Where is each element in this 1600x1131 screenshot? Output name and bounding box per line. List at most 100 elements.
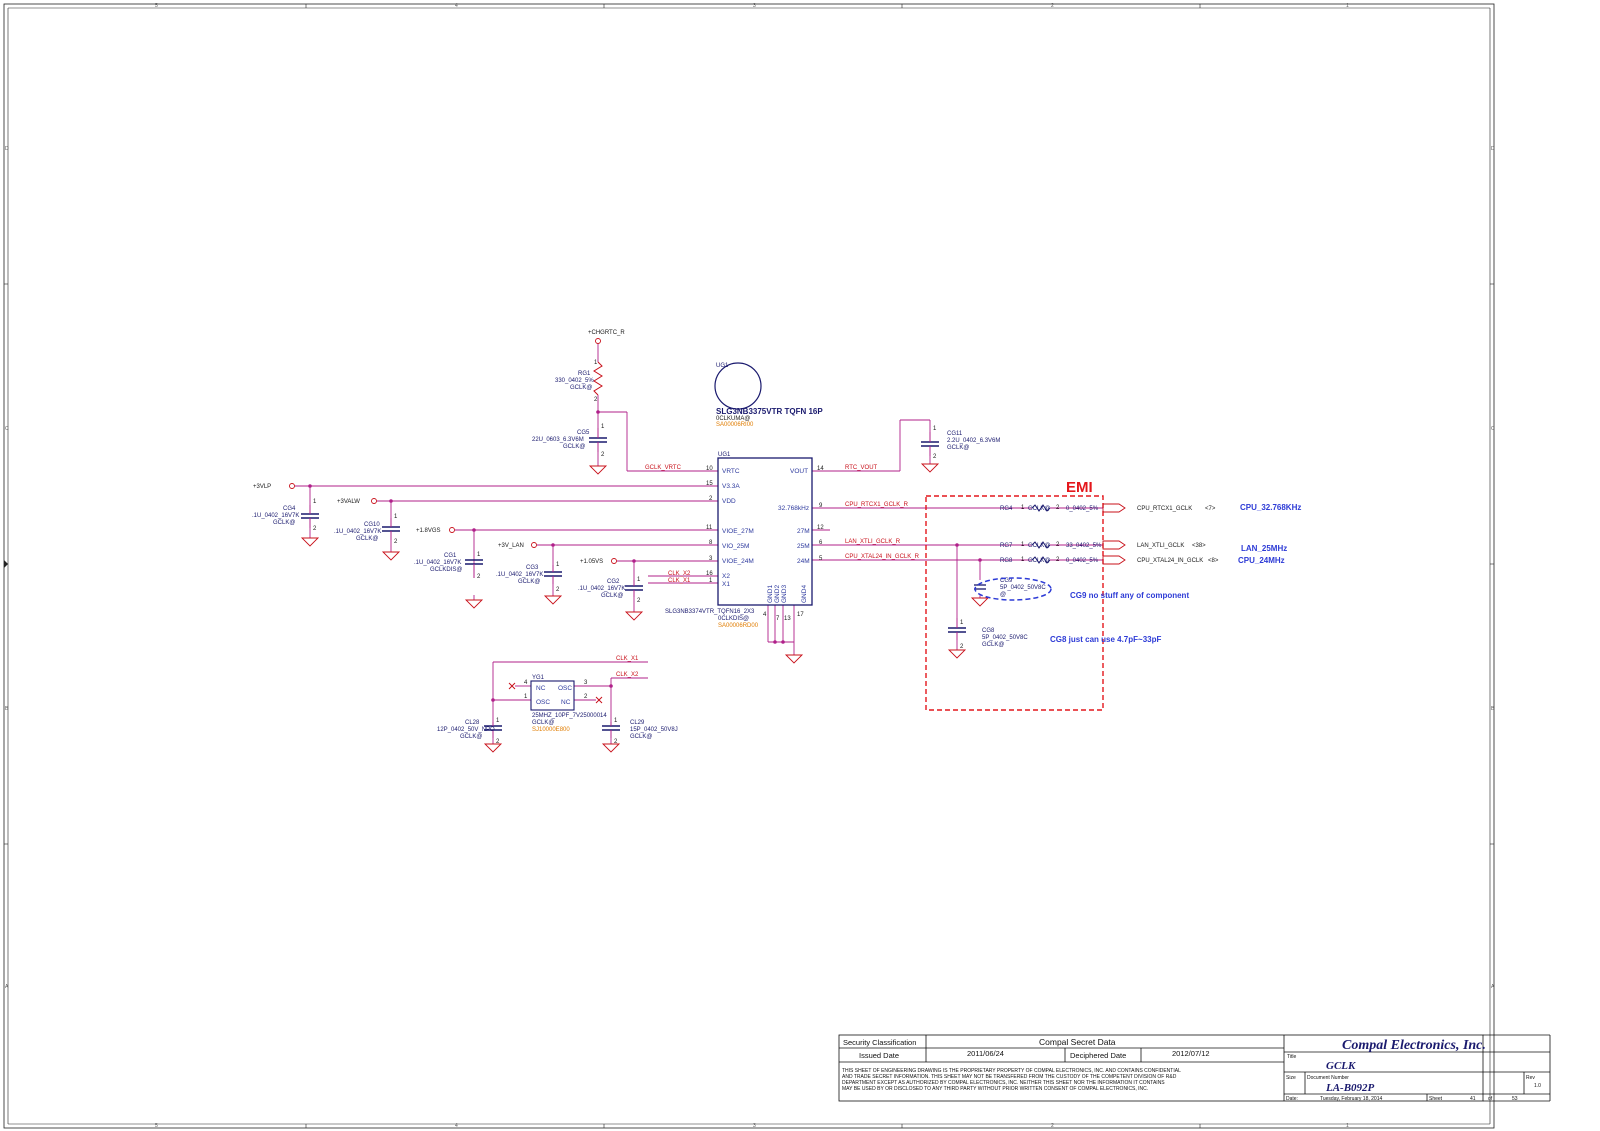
output-labels: CPU_RTCX1_GCLK <7> CPU_32.768KHz LAN_XTL… xyxy=(1137,503,1301,565)
out-cpu-rtcx1: CPU_RTCX1_GCLK xyxy=(1137,506,1192,512)
zone-col-3-bottom: 3 xyxy=(753,1123,756,1129)
net-lan-xtli: LAN_XTLI_GCLK_R xyxy=(845,539,901,545)
svg-text:1: 1 xyxy=(1021,557,1025,563)
zone-labels: 5 4 3 2 1 5 4 3 2 1 D C B A D C B A xyxy=(5,3,1495,1129)
svg-text:1: 1 xyxy=(1021,505,1025,511)
cg9-value: 5P_0402_50V8C xyxy=(1000,585,1046,591)
power-1v05vs-label: +1.05VS xyxy=(580,559,603,565)
svg-text:2: 2 xyxy=(313,526,317,532)
capacitor-cg2[interactable]: 12 CG2 .1U_0402_16V7K GCLK@ xyxy=(578,577,643,604)
tb-notice-3: DEPARTMENT EXCEPT AS AUTHORIZED BY COMPA… xyxy=(842,1080,1165,1086)
ug1-alt-symbol[interactable]: UG1 SLG3NB3375VTR TQFN 16P 0CLKUMA@ SA00… xyxy=(714,362,823,428)
capacitor-cg4[interactable]: 12 CG4 .1U_0402_16V7K GCLK@ xyxy=(252,499,319,532)
svg-text:2: 2 xyxy=(496,739,500,745)
nc-markers xyxy=(508,682,603,704)
cg1-value: .1U_0402_16V7K xyxy=(414,560,461,566)
pin-vout: VOUT xyxy=(790,468,808,475)
svg-text:2: 2 xyxy=(933,454,937,460)
net-clk-x2-chip: CLK_X2 xyxy=(668,571,691,577)
ug1-alt-pn: SA00006RI00 xyxy=(716,422,754,428)
svg-text:2: 2 xyxy=(960,644,964,650)
svg-text:2: 2 xyxy=(1056,557,1060,563)
cg10-ref: CG10 xyxy=(364,522,380,528)
zone-row-d: D xyxy=(5,146,9,152)
zone-row-b: B xyxy=(5,706,9,712)
yg1-pin2-label: NC xyxy=(561,699,571,706)
svg-text:3: 3 xyxy=(584,680,588,686)
capacitor-cg1[interactable]: 12 CG1 .1U_0402_16V7K GCLKDIS@ xyxy=(414,552,483,580)
zone-col-1-bottom: 1 xyxy=(1346,1123,1349,1129)
pin-num-14: 14 xyxy=(817,466,824,472)
tb-sheet-label: Sheet xyxy=(1429,1096,1443,1102)
cg11-bom: GCLK@ xyxy=(947,445,969,451)
pin-gnd4: GND4 xyxy=(801,585,808,603)
out-lan-xtli: LAN_XTLI_GCLK xyxy=(1137,543,1184,549)
cg4-ref: CG4 xyxy=(283,506,296,512)
svg-text:4: 4 xyxy=(524,680,528,686)
svg-text:2: 2 xyxy=(614,739,618,745)
power-1v8gs-label: +1.8VGS xyxy=(416,528,441,534)
cg2-bom: GCLK@ xyxy=(601,593,623,599)
resistor-rg1[interactable]: 12 RG1 330_0402_5% GCLK@ xyxy=(555,360,603,403)
net-gclk-vrtc: GCLK_VRTC xyxy=(645,465,682,471)
tb-total: 53 xyxy=(1512,1096,1518,1102)
zone-row-a-right: A xyxy=(1491,984,1495,990)
cg2-value: .1U_0402_16V7K xyxy=(578,586,625,592)
pin-vio25m: VIO_25M xyxy=(722,543,749,550)
rg7-value: 33_0402_5% xyxy=(1066,543,1102,549)
tb-sheet: 41 xyxy=(1470,1096,1476,1102)
ug1-alt-ref: UG1 xyxy=(716,363,729,369)
tb-size-label: Size xyxy=(1286,1075,1296,1081)
capacitor-cl28[interactable]: 12 CL28 12P_0402_50V_NPO GCLK@ xyxy=(437,718,502,745)
capacitor-cg9[interactable]: CG9 5P_0402_50V8C @ xyxy=(974,577,1052,601)
pin-num-15: 15 xyxy=(706,481,713,487)
power-chgrtc-label: +CHGRTC_R xyxy=(588,330,625,336)
emi-region: EMI xyxy=(925,479,1104,711)
tb-deciphered-label: Deciphered Date xyxy=(1070,1051,1126,1060)
zone-row-b-right: B xyxy=(1491,706,1495,712)
pin-num-16: 16 xyxy=(706,571,713,577)
tb-security-label: Security Classification xyxy=(843,1038,916,1047)
capacitor-cl29[interactable]: 12 CL29 15P_0402_50V8J GCLK@ xyxy=(602,718,678,745)
rg1-ref: RG1 xyxy=(578,371,591,377)
capacitor-cg10[interactable]: 12 CG10 .1U_0402_16V7K GCLK@ xyxy=(334,514,400,545)
out-lan-xtli-page: <38> xyxy=(1192,543,1206,549)
ug1-alt-bom: 0CLKUMA@ xyxy=(716,416,750,422)
power-3vlp-label: +3VLP xyxy=(253,484,271,490)
capacitor-cg5[interactable]: 12 CG5 22U_0603_6.3V6M GCLK@ xyxy=(532,424,607,458)
cg8-value: 5P_0402_50V8C xyxy=(982,635,1028,641)
cg2-ref: CG2 xyxy=(607,579,620,585)
rg1-value: 330_0402_5% xyxy=(555,378,594,384)
tb-docnum: LA-B092P xyxy=(1325,1082,1375,1094)
pin-num-6: 6 xyxy=(819,540,823,546)
pin-num-8: 8 xyxy=(709,540,713,546)
capacitor-cg8[interactable]: 12 CG8 5P_0402_50V8C GCLK@ xyxy=(948,618,1028,650)
yg1-pin3-label: OSC xyxy=(558,685,572,692)
note-cg8: CG8 just can use 4.7pF~33pF xyxy=(1050,635,1161,644)
tb-issued-value: 2011/06/24 xyxy=(967,1049,1004,1058)
cg8-bom: GCLK@ xyxy=(982,642,1004,648)
capacitor-cg3[interactable]: 12 CG3 .1U_0402_16V7K GCLK@ xyxy=(496,562,562,593)
pin-gnd2: GND2 xyxy=(774,585,781,603)
net-cpu-xtal24: CPU_XTAL24_IN_GCLK_R xyxy=(845,554,920,560)
zone-row-d-right: D xyxy=(1491,146,1495,152)
cg8-ref: CG8 xyxy=(982,628,995,634)
net-rtc-vout: RTC_VOUT xyxy=(845,465,878,471)
svg-text:2: 2 xyxy=(601,452,605,458)
zone-row-c-right: C xyxy=(1491,426,1495,432)
cg3-value: .1U_0402_16V7K xyxy=(496,572,543,578)
capacitor-cg11[interactable]: 12 CG11 2.2U_0402_6.3V6M GCLK@ xyxy=(921,426,1000,460)
tb-notice-1: THIS SHEET OF ENGINEERING DRAWING IS THE… xyxy=(842,1068,1181,1074)
zone-col-2-bottom: 2 xyxy=(1051,1123,1054,1129)
cl28-ref: CL28 xyxy=(465,720,480,726)
chip-ug1[interactable]: UG1 VRTC 10 V3.3A 15 VDD 2 VIOE_27M 11 V… xyxy=(665,452,824,629)
pin-num-7: 7 xyxy=(776,616,780,622)
pin-num-10: 10 xyxy=(706,466,713,472)
cl29-ref: CL29 xyxy=(630,720,645,726)
tb-notice-4: MAY BE USED BY OR DISCLOSED TO ANY THIRD… xyxy=(842,1086,1148,1092)
